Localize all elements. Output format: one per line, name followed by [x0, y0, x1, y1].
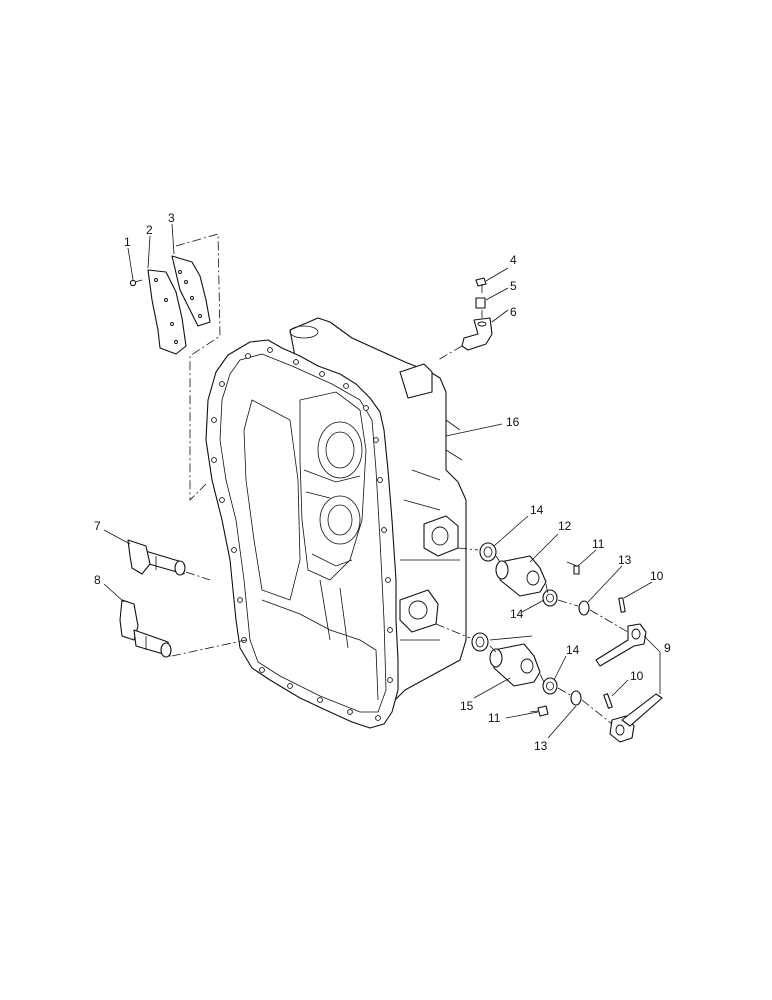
cover-plate-icon — [171, 255, 211, 327]
callout-14: 14 — [566, 643, 580, 657]
bearing-icon — [542, 677, 558, 695]
callout-15: 15 — [460, 699, 474, 713]
callout-8: 8 — [94, 573, 101, 587]
callout-6: 6 — [510, 305, 517, 319]
lever-icon — [609, 693, 663, 743]
callout-13: 13 — [618, 553, 632, 567]
callout-9: 9 — [664, 641, 671, 655]
callout-7: 7 — [94, 519, 101, 533]
leader-lines — [103, 223, 661, 739]
gasket-icon — [147, 269, 187, 355]
spacer-icon — [475, 297, 486, 309]
callout-2: 2 — [146, 223, 153, 237]
bolt-icon — [529, 705, 549, 717]
pin-icon — [603, 693, 613, 709]
callout-13: 13 — [534, 739, 548, 753]
housing-icon — [489, 643, 541, 687]
pin-icon — [618, 597, 626, 613]
screw-icon — [129, 279, 143, 287]
bearing-icon — [471, 632, 489, 652]
bearing-icon — [479, 542, 497, 562]
callout-4: 4 — [510, 253, 517, 267]
callout-14: 14 — [530, 503, 544, 517]
callout-1: 1 — [124, 235, 131, 249]
callout-10: 10 — [650, 569, 664, 583]
shift-shaft-icon — [127, 539, 186, 576]
bolt-icon — [566, 561, 580, 575]
callout-14: 14 — [510, 607, 524, 621]
callout-11: 11 — [488, 711, 501, 725]
callout-10: 10 — [630, 669, 644, 683]
callout-11: 11 — [592, 537, 605, 551]
bearing-icon — [542, 589, 558, 607]
transmission-case-icon — [205, 317, 467, 729]
shift-shaft-icon — [119, 599, 172, 658]
o-ring-icon — [570, 690, 582, 706]
callout-12: 12 — [558, 519, 572, 533]
callout-16: 16 — [506, 415, 520, 429]
housing-icon — [495, 555, 547, 597]
elbow-fitting-icon — [461, 317, 493, 351]
callout-3: 3 — [168, 211, 175, 225]
plug-icon — [475, 277, 487, 287]
callout-5: 5 — [510, 279, 517, 293]
lever-icon — [595, 623, 647, 667]
o-ring-icon — [578, 600, 590, 616]
